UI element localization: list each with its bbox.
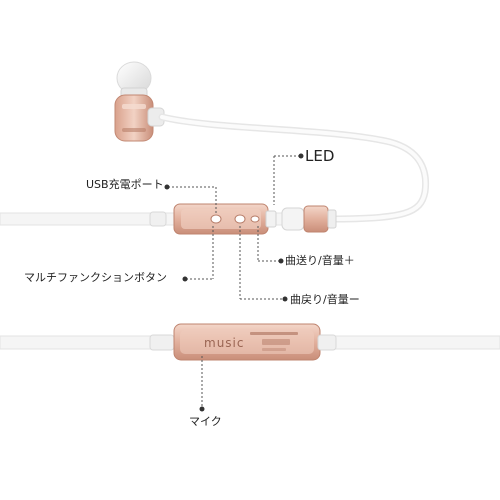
next-button-icon	[234, 214, 246, 224]
prev-button-icon	[250, 215, 260, 223]
prev-volume-down-label: 曲戻り/音量ー	[290, 293, 360, 306]
leader-dots	[164, 153, 304, 412]
mic-label: マイク	[189, 415, 222, 428]
multi-function-button-label: マルチファンクションボタン	[24, 271, 167, 284]
next-volume-up-label: 曲送り/音量＋	[285, 254, 355, 267]
usb-port-icon	[210, 214, 222, 224]
usb-port-label: USB充電ポート	[86, 178, 164, 191]
earbud	[114, 61, 165, 142]
leader-lines	[168, 155, 299, 408]
remote-control	[149, 203, 337, 235]
brand-mark: music	[204, 336, 244, 350]
led-label: LED	[305, 147, 335, 165]
mic-module: music	[149, 323, 337, 361]
